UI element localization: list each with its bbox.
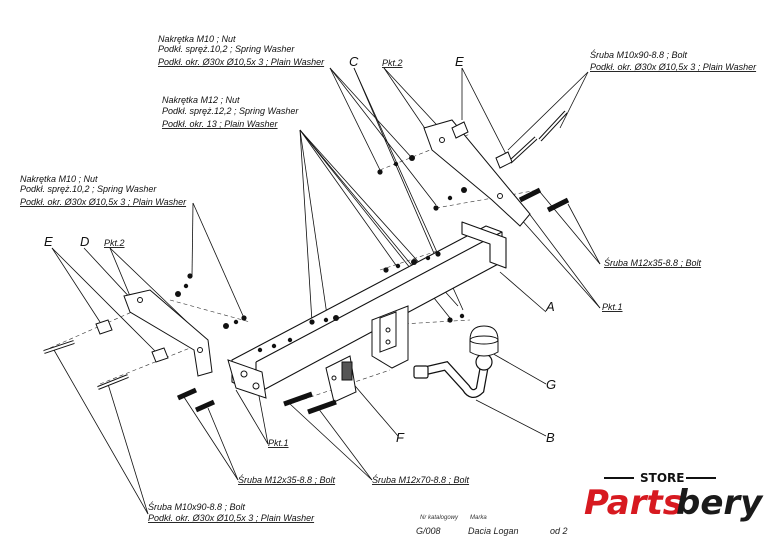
- label-bolt-m12x35-right: Śruba M12x35-8.8 ; Bolt: [604, 257, 702, 268]
- svg-text:Podkł. okr. Ø30x Ø10,5x 3 ; P: Podkł. okr. Ø30x Ø10,5x 3 ; Plain Washer: [20, 197, 187, 207]
- catalog-caption: Nr katalogowy: [420, 515, 459, 521]
- ball-mount-bracket: [371, 305, 409, 369]
- catalog-number: G/008: [416, 526, 441, 536]
- svg-text:Podkł. spręż.10,2 ; Spring Was: Podkł. spręż.10,2 ; Spring Washer: [158, 44, 295, 54]
- label-nut-mid: Nakrętka M12 ; Nut Podkł. spręż.12,2 ; S…: [162, 95, 299, 129]
- brand-caption: Marka: [470, 515, 487, 521]
- vehicle-name: Dacia Logan: [468, 526, 519, 536]
- label-bolt-m12x35-bottom: Śruba M12x35-8.8 ; Bolt: [238, 474, 336, 485]
- svg-text:Śruba M10x90-8.8 ; Bolt: Śruba M10x90-8.8 ; Bolt: [148, 501, 246, 512]
- left-bracket-d: [123, 289, 213, 377]
- leader-lines: [51, 67, 601, 515]
- letter-d: D: [80, 234, 89, 249]
- letter-e-left: E: [44, 234, 53, 249]
- logo-bery: bery: [676, 483, 764, 523]
- label-nut-top-left: Nakrętka M10 ; Nut Podkł. spręż.10,2 ; S…: [158, 34, 325, 67]
- svg-text:STORE: STORE: [640, 471, 684, 485]
- letter-e-top: E: [455, 54, 464, 69]
- vehicle-from: od 2: [550, 526, 568, 536]
- crossbar-part-a: [231, 221, 507, 395]
- svg-text:Podkł. spręż.12,2 ; Spring Was: Podkł. spręż.12,2 ; Spring Washer: [162, 106, 299, 116]
- spacer-tubes-e: [95, 121, 513, 363]
- socket-plate-f: [325, 355, 357, 403]
- svg-text:Nakrętka M12 ; Nut: Nakrętka M12 ; Nut: [162, 95, 240, 105]
- logo-parts: Parts: [584, 483, 683, 523]
- label-pkt2-top: Pkt.2: [382, 58, 403, 68]
- label-pkt1-right: Pkt.1: [602, 302, 623, 312]
- svg-text:Podkł. okr. Ø30x Ø10,5x 3 ; P: Podkł. okr. Ø30x Ø10,5x 3 ; Plain Washer: [590, 62, 757, 72]
- label-bolt-bottom-left: Śruba M10x90-8.8 ; Bolt Podkł. okr. Ø30x…: [148, 501, 315, 523]
- letter-c: C: [349, 54, 359, 69]
- svg-text:Podkł. spręż.10,2 ; Spring Was: Podkł. spręż.10,2 ; Spring Washer: [20, 184, 157, 194]
- label-pkt2-left: Pkt.2: [104, 238, 125, 248]
- right-bracket: [423, 119, 531, 227]
- label-bolt-m12x70: Śruba M12x70-8.8 ; Bolt: [372, 474, 470, 485]
- label-nut-left: Nakrętka M10 ; Nut Podkł. spręż.10,2 ; S…: [20, 174, 187, 207]
- ball-cap-g: [469, 325, 499, 357]
- svg-text:Śruba M10x90-8.8 ; Bolt: Śruba M10x90-8.8 ; Bolt: [590, 49, 688, 60]
- letter-a: A: [545, 299, 555, 314]
- svg-text:Podkł. okr. 13 ; Plain Washer: Podkł. okr. 13 ; Plain Washer: [162, 119, 279, 129]
- svg-text:Nakrętka M10 ; Nut: Nakrętka M10 ; Nut: [158, 34, 236, 44]
- bolts: [43, 110, 570, 415]
- partsbery-store-logo: STORE Parts bery: [584, 471, 764, 523]
- svg-text:Nakrętka M10 ; Nut: Nakrętka M10 ; Nut: [20, 174, 98, 184]
- letter-f: F: [396, 430, 405, 445]
- label-pkt1-bottom: Pkt.1: [268, 438, 289, 448]
- letter-g: G: [546, 377, 556, 392]
- letter-b: B: [546, 430, 555, 445]
- nuts-and-washers: [175, 155, 467, 353]
- towball-part-b: [413, 353, 493, 398]
- label-bolt-top-right: Śruba M10x90-8.8 ; Bolt Podkł. okr. Ø30x…: [590, 49, 757, 72]
- svg-text:Podkł. okr. Ø30x Ø10,5x 3 ; P: Podkł. okr. Ø30x Ø10,5x 3 ; Plain Washer: [158, 57, 325, 67]
- left-end-plate: [227, 359, 267, 399]
- svg-text:Podkł. okr. Ø30x Ø10,5x 3 ; P: Podkł. okr. Ø30x Ø10,5x 3 ; Plain Washer: [148, 513, 315, 523]
